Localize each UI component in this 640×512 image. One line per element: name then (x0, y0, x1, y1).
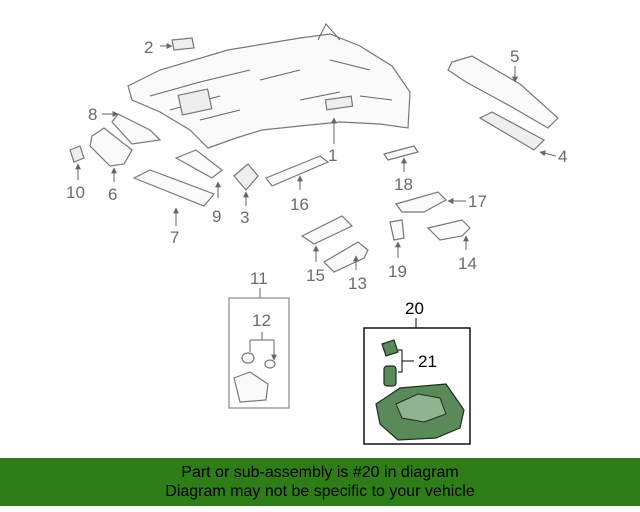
callout-13: 13 (348, 274, 367, 293)
part-4[interactable] (478, 111, 545, 151)
callout-14: 14 (458, 254, 477, 273)
part-19[interactable] (389, 219, 405, 241)
part-9[interactable] (174, 149, 223, 179)
callout-18: 18 (394, 175, 413, 194)
leader-4 (539, 150, 557, 157)
part-10[interactable] (69, 145, 85, 163)
part-5[interactable] (447, 55, 559, 129)
info-banner: Part or sub-assembly is #20 in diagram D… (0, 458, 640, 506)
callout-17: 17 (468, 192, 487, 211)
part-20-console-detail (395, 393, 447, 423)
part-7[interactable] (132, 169, 216, 207)
part-11-lamp[interactable] (233, 371, 269, 403)
part-21-bulb[interactable] (383, 365, 397, 387)
callout-11: 11 (250, 269, 268, 288)
leader-12 (249, 332, 274, 360)
part-17[interactable] (394, 191, 447, 213)
callout-7: 7 (170, 228, 179, 247)
callout-5: 5 (510, 47, 519, 66)
callout-1: 1 (328, 146, 337, 165)
part-16[interactable] (265, 155, 330, 187)
part-8[interactable] (111, 113, 162, 145)
callout-19: 19 (388, 262, 407, 281)
part-21-socket[interactable] (381, 339, 399, 357)
callout-2: 2 (144, 38, 153, 57)
part-6[interactable] (89, 127, 133, 167)
leader-21 (398, 349, 414, 373)
part-1-headliner[interactable] (127, 23, 411, 149)
callout-4: 4 (558, 147, 567, 166)
callout-8: 8 (88, 105, 97, 124)
part-18[interactable] (383, 145, 419, 161)
parts-diagram: 1 2 5 4 8 6 10 9 7 3 16 18 17 15 (66, 23, 567, 445)
callout-20: 20 (405, 299, 424, 318)
part-2[interactable] (171, 37, 195, 51)
callout-3: 3 (240, 208, 249, 227)
callout-15: 15 (306, 266, 325, 285)
callout-10: 10 (66, 183, 85, 202)
part-14[interactable] (426, 219, 471, 241)
callout-12: 12 (252, 311, 271, 330)
banner-line-2: Diagram may not be specific to your vehi… (165, 483, 475, 500)
part-12-bulb-a[interactable] (241, 352, 255, 364)
callout-6: 6 (108, 185, 117, 204)
callout-9: 9 (212, 207, 221, 226)
banner-line-1: Part or sub-assembly is #20 in diagram (181, 464, 459, 481)
callout-21: 21 (418, 352, 437, 371)
part-12-bulb-b[interactable] (264, 359, 276, 369)
part-15[interactable] (300, 215, 354, 245)
part-3[interactable] (233, 163, 259, 191)
part-13[interactable] (323, 241, 369, 273)
callout-16: 16 (290, 195, 309, 214)
